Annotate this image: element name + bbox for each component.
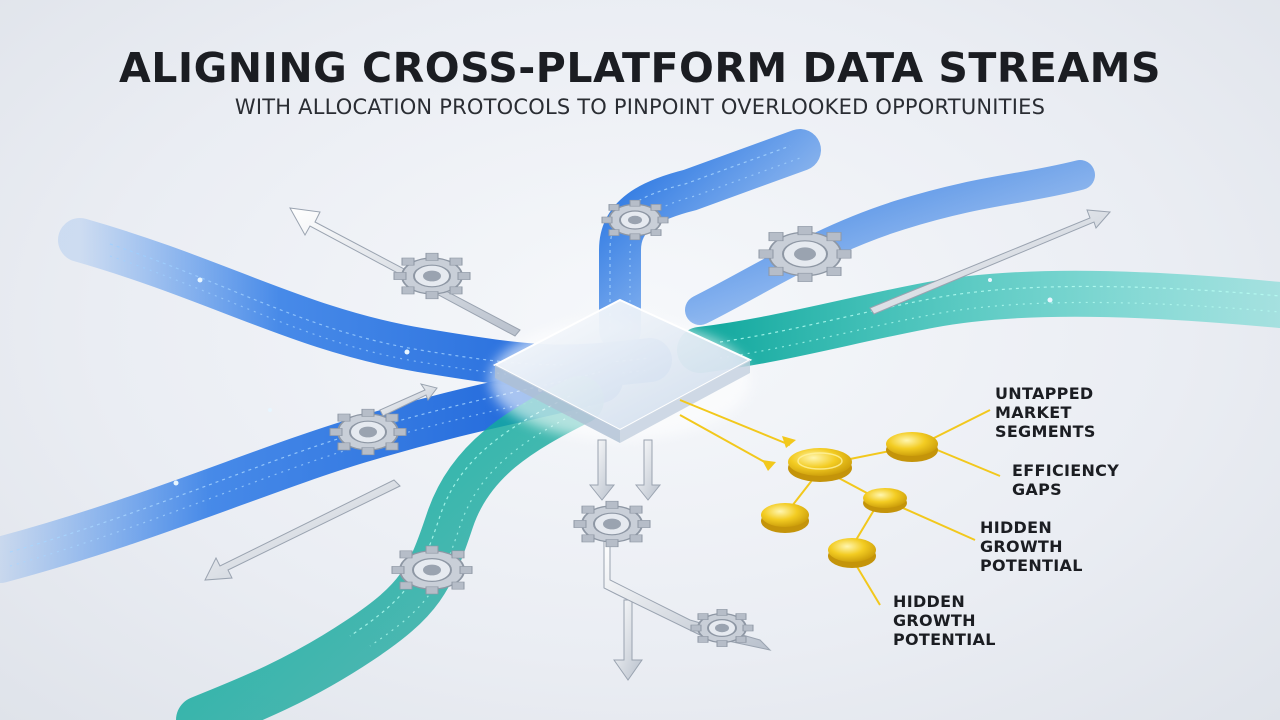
opportunity-label-untapped-market-segments: UNTAPPED MARKET SEGMENTS: [995, 384, 1096, 441]
hub-chip-icon: [490, 298, 753, 443]
opportunity-label-hidden-growth-potential-2: HIDDEN GROWTH POTENTIAL: [893, 592, 996, 649]
gold-coin-icon: [761, 432, 938, 568]
page-title: ALIGNING CROSS-PLATFORM DATA STREAMS: [118, 44, 1162, 92]
opportunity-label-hidden-growth-potential-1: HIDDEN GROWTH POTENTIAL: [980, 518, 1083, 575]
page-subtitle: WITH ALLOCATION PROTOCOLS TO PINPOINT OV…: [234, 95, 1046, 119]
opportunity-label-efficiency-gaps: EFFICIENCY GAPS: [1012, 461, 1120, 499]
gold-arrowheads: [762, 436, 796, 471]
stream-teal-right: [677, 270, 1280, 373]
gear-icon: [329, 199, 852, 647]
stream-blue-upper-right: [685, 160, 1095, 325]
gold-connections: [679, 399, 1001, 606]
